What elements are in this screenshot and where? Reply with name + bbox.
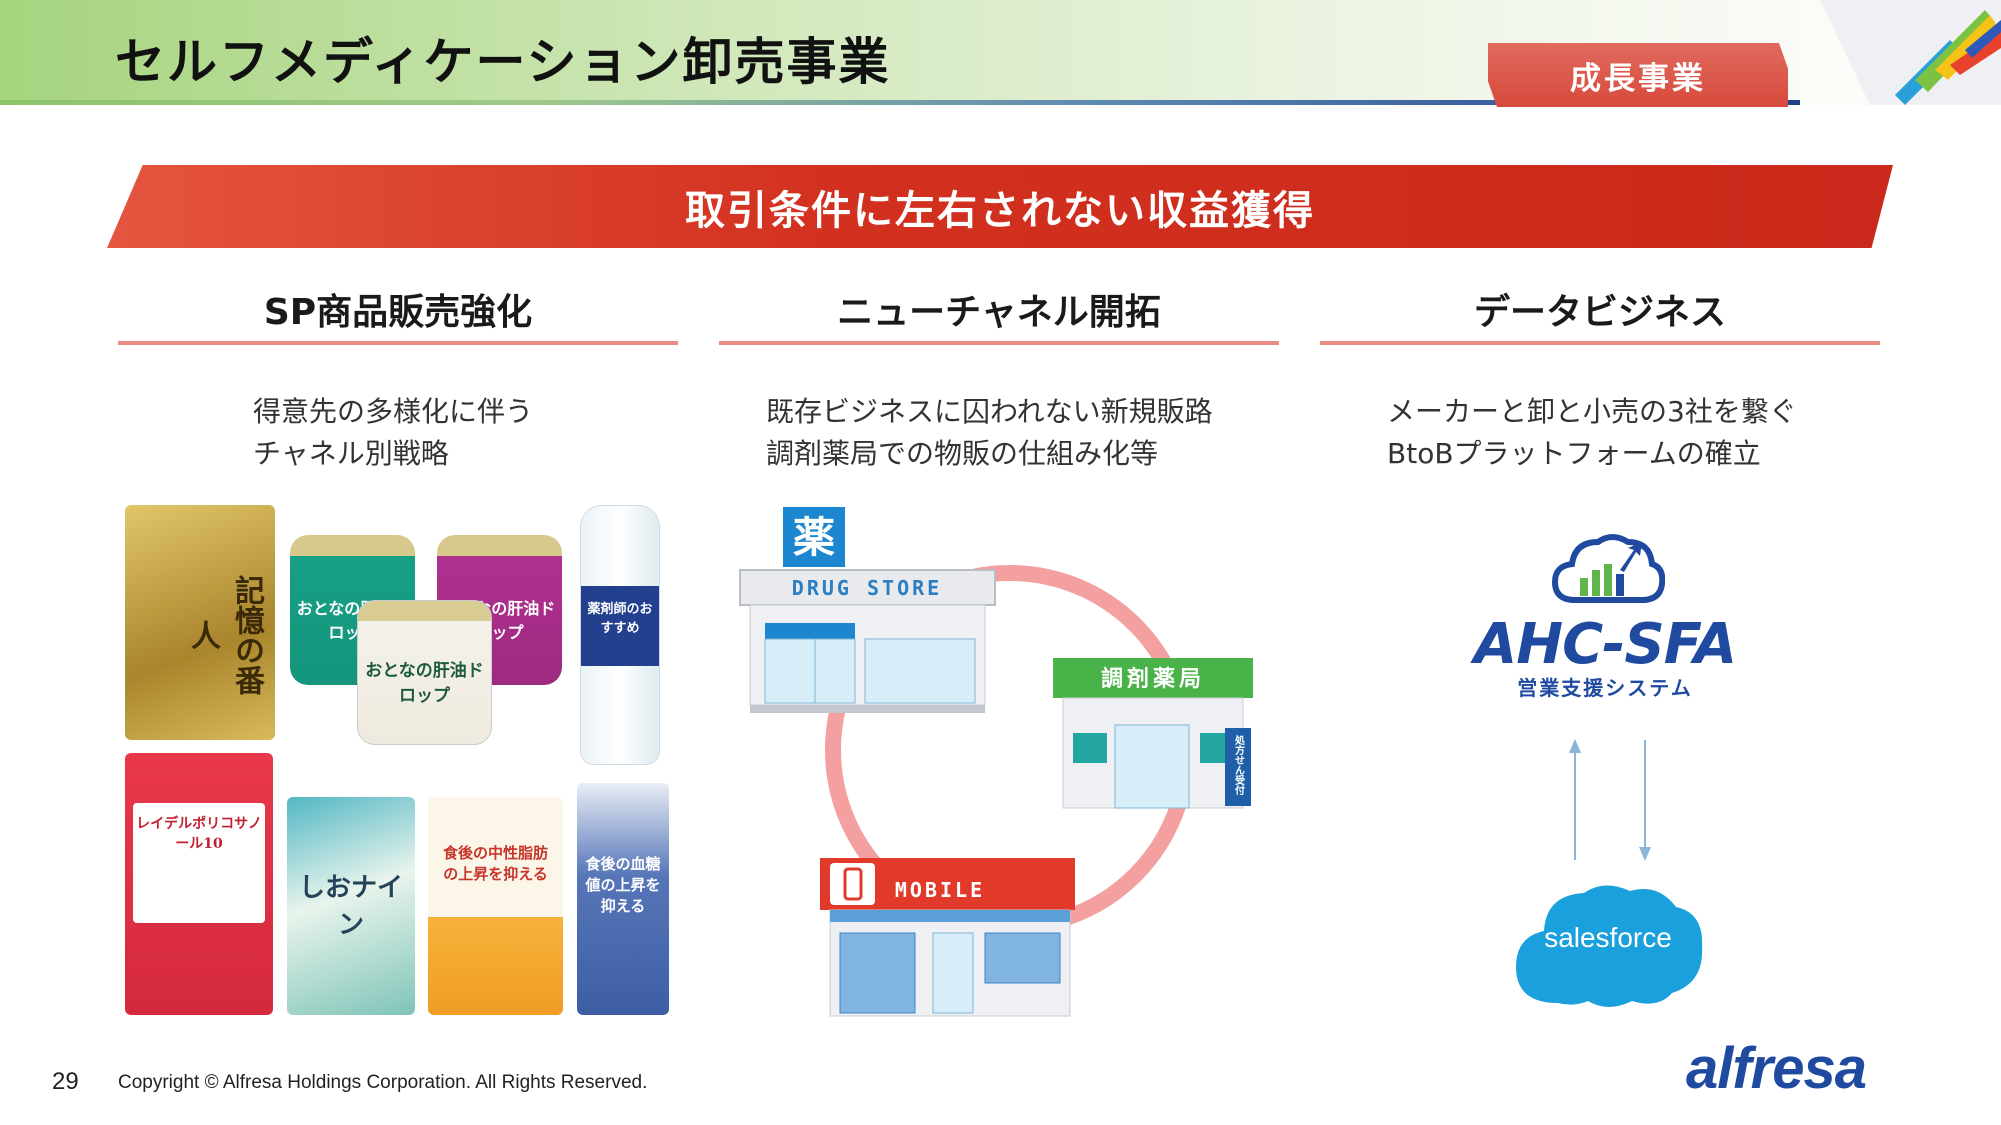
- column-heading: データビジネス: [1473, 292, 1726, 333]
- corner-decoration-icon: [1820, 0, 2001, 105]
- sp-products-image: 記憶の番人 おとなの肝油ドロップ おとなの肝油ドロップ おとなの肝油ドロップ 薬…: [125, 505, 670, 1015]
- column-description: 既存ビジネスに囚われない新規販路 調剤薬局での物販の仕組み化等: [719, 391, 1279, 475]
- mobile-store-icon: [820, 858, 1075, 1017]
- page-title: セルフメディケーション卸売事業: [115, 33, 891, 91]
- pharmacy-side-label: 処方せん受付: [1233, 734, 1246, 796]
- column-data-business: データビジネス メーカーと卸と小売の3社を繋ぐ BtoBプラットフォームの確立: [1320, 285, 1880, 475]
- product-raydel: レイデルポリコサノール10: [125, 753, 273, 1015]
- pharmacy-icon: [1053, 658, 1253, 809]
- ahc-sfa-subtitle: 営業支援システム: [1517, 676, 1693, 700]
- description-line: 調剤薬局での物販の仕組み化等: [766, 437, 1159, 470]
- sync-arrows-icon: [1569, 739, 1651, 861]
- drug-store-kanji: 薬: [793, 513, 835, 562]
- salesforce-cloud-icon: [1516, 885, 1703, 1007]
- product-water-bottle: 薬剤師のおすすめ: [580, 505, 660, 765]
- column-rule: [719, 341, 1279, 345]
- description-line: 既存ビジネスに囚われない新規販路: [766, 395, 1213, 428]
- product-fat-control: 食後の中性脂肪の上昇を抑える: [428, 797, 563, 1015]
- column-heading: ニューチャネル開拓: [837, 292, 1161, 333]
- column-heading: SP商品販売強化: [263, 292, 533, 333]
- description-line: チャネル別戦略: [253, 437, 449, 470]
- pharmacy-label: 調剤薬局: [1101, 666, 1205, 692]
- column-rule: [1320, 341, 1880, 345]
- product-sugar-control: 食後の血糖値の上昇を抑える: [577, 783, 669, 1015]
- drug-store-icon: [739, 507, 996, 713]
- cloud-chart-icon: [1551, 534, 1665, 603]
- description-line: メーカーと卸と小売の3社を繋ぐ: [1387, 395, 1797, 428]
- salesforce-logo-text: salesforce: [1544, 922, 1672, 953]
- data-business-diagram: AHC-SFA 営業支援システム salesforce: [1470, 530, 1740, 1030]
- mobile-label: MOBILE: [895, 878, 985, 902]
- product-shio-nine: しおナイン: [287, 797, 415, 1015]
- column-sp-products: SP商品販売強化 得意先の多様化に伴う チャネル別戦略: [118, 285, 678, 475]
- banner-text: 取引条件に左右されない収益獲得: [685, 187, 1315, 234]
- product-memory-guard: 記憶の番人: [125, 505, 275, 740]
- copyright: Copyright © Alfresa Holdings Corporation…: [118, 1072, 648, 1093]
- column-description: メーカーと卸と小売の3社を繋ぐ BtoBプラットフォームの確立: [1320, 391, 1880, 475]
- key-message-banner: 取引条件に左右されない収益獲得: [107, 165, 1893, 248]
- drug-store-label: DRUG STORE: [792, 576, 942, 600]
- description-line: 得意先の多様化に伴う: [253, 395, 534, 428]
- column-description: 得意先の多様化に伴う チャネル別戦略: [118, 391, 678, 475]
- growth-business-badge: 成長事業: [1488, 43, 1788, 107]
- product-kanyu-drop-white: おとなの肝油ドロップ: [357, 600, 492, 745]
- alfresa-logo: alfresa: [1686, 1036, 1867, 1101]
- new-channel-diagram: 薬 DRUG STORE 調剤薬局 処方せん受付 MOBILE: [739, 507, 1253, 1017]
- ahc-sfa-logo: AHC-SFA: [1473, 612, 1737, 677]
- description-line: BtoBプラットフォームの確立: [1387, 437, 1761, 470]
- column-new-channel: ニューチャネル開拓 既存ビジネスに囚われない新規販路 調剤薬局での物販の仕組み化…: [719, 285, 1279, 475]
- header-underline: [0, 100, 1800, 105]
- page-number: 29: [52, 1068, 79, 1095]
- column-rule: [118, 341, 678, 345]
